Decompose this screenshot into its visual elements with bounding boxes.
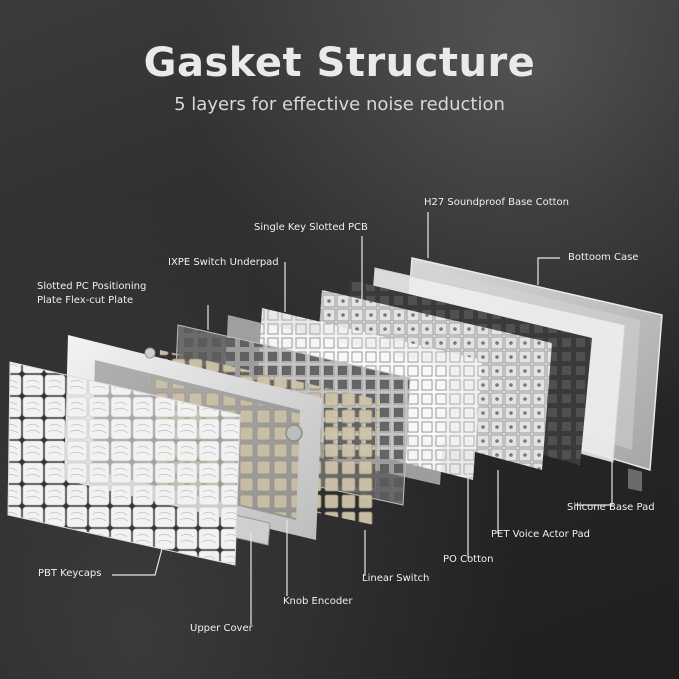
label-pet-voice-actor-pad: PET Voice Actor Pad [491,529,590,540]
page-title: Gasket Structure [143,40,536,86]
label-ixpe-switch-underpad: IXPE Switch Underpad [168,257,279,268]
label-bottom-case: Bottoom Case [568,252,639,263]
label-po-cotton: PO Cotton [443,554,494,565]
label-pbt-keycaps: PBT Keycaps [38,568,102,579]
label-soundproof-base-cotton: H27 Soundproof Base Cotton [424,197,570,208]
label-positioning-plate-line1: Slotted PC Positioning [37,281,147,292]
page-subtitle: 5 layers for effective noise reduction [174,94,505,115]
label-upper-cover: Upper Cover [190,623,253,634]
label-silicone-base-pad: Silicone Base Pad [567,502,655,513]
label-knob-encoder: Knob Encoder [283,596,353,607]
pbt-keycaps-layer [7,361,241,566]
label-linear-switch: Linear Switch [362,573,430,584]
label-positioning-plate-line2: Plate Flex-cut Plate [37,295,134,306]
label-single-key-slotted-pcb: Single Key Slotted PCB [254,222,368,233]
knob-icon [285,424,303,442]
leader-lines [112,212,613,625]
